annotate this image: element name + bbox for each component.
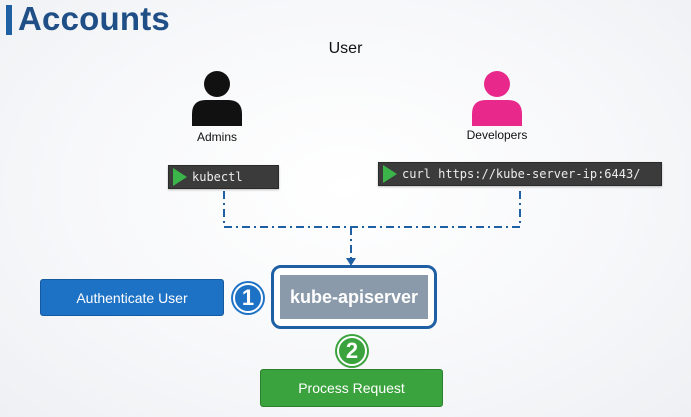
curl-command: curl https://kube-server-ip:6443/ <box>402 167 641 181</box>
process-request-box: Process Request <box>260 369 443 407</box>
kubectl-terminal: kubectl <box>168 165 279 189</box>
admins-label: Admins <box>196 130 237 144</box>
terminal-play-icon <box>383 165 397 183</box>
admin-person-icon <box>187 68 247 128</box>
kubectl-command: kubectl <box>192 170 243 184</box>
developers-label: Developers <box>466 128 528 142</box>
user-connector-line <box>223 188 521 228</box>
section-label-user: User <box>328 40 363 57</box>
authenticate-user-box: Authenticate User <box>40 279 224 316</box>
step-2-badge: 2 <box>337 336 367 366</box>
terminal-play-icon <box>173 168 187 186</box>
curl-terminal: curl https://kube-server-ip:6443/ <box>378 162 662 186</box>
developer-person-icon <box>467 68 527 128</box>
kube-apiserver-box: kube-apiserver <box>280 275 428 319</box>
title-accent-bar <box>6 5 12 35</box>
page-title: Accounts <box>18 0 170 37</box>
step-1-badge: 1 <box>233 283 263 313</box>
arrow-head-icon <box>346 258 356 266</box>
